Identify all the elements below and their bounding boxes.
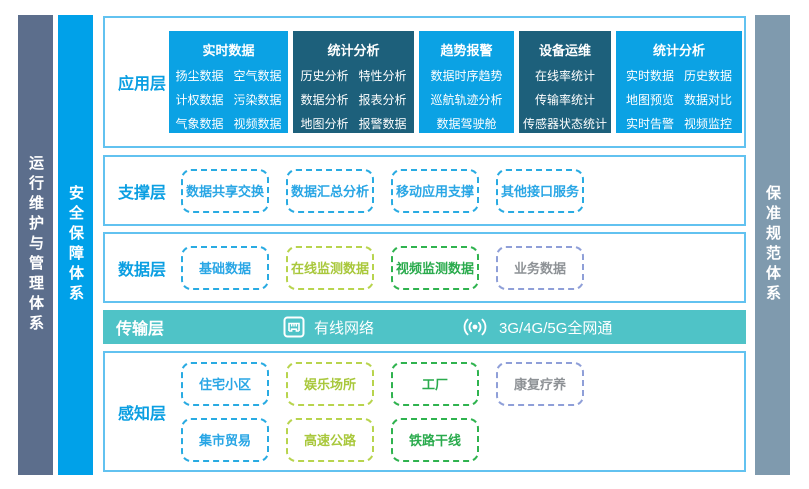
card-item: 扬尘数据: [175, 69, 224, 83]
perception-row-1: 住宅小区 娱乐场所 工厂 康复疗养: [181, 361, 584, 406]
pill-basic-data: 基础数据: [181, 245, 269, 290]
pill-business-data: 业务数据: [496, 245, 584, 290]
layer-label-application: 应用层: [118, 76, 167, 93]
card-title: 统计分析: [327, 43, 380, 58]
pill-label: 其他接口服务: [500, 184, 579, 199]
card-items: 扬尘数据 空气数据 计权数据 污染数据 气象数据 视频数据: [169, 67, 288, 132]
pill-label: 高速公路: [303, 433, 356, 448]
pill-video-monitoring-data: 视频监测数据: [391, 245, 479, 290]
transport-layer: 传输层 有线网络: [103, 310, 746, 344]
layer-label-perception: 感知层: [118, 405, 167, 423]
card-item: 计权数据: [175, 93, 224, 107]
pill-label: 住宅小区: [198, 377, 251, 392]
pillar-label: 安全保障体系: [67, 185, 84, 305]
card-item: 特性分析: [358, 69, 407, 83]
pillar-label: 保准规范体系: [764, 185, 781, 305]
pill-online-monitoring-data: 在线监测数据: [286, 245, 374, 290]
card-realtime-data: 实时数据 扬尘数据 空气数据 计权数据 污染数据 气象数据 视频数据: [169, 31, 288, 133]
pill-label: 视频监测数据: [395, 261, 474, 276]
card-title: 趋势报警: [440, 43, 493, 58]
card-title: 统计分析: [652, 43, 705, 58]
pill-data-aggregation-analysis: 数据汇总分析: [286, 168, 374, 213]
card-item: 巡航轨迹分析: [430, 93, 503, 107]
card-title: 设备运维: [538, 43, 591, 58]
pill-label: 工厂: [421, 377, 448, 392]
layer-label-transport: 传输层: [116, 321, 165, 338]
pill-expressway: 高速公路: [286, 417, 374, 462]
pill-label: 康复疗养: [513, 377, 566, 392]
application-cards: 实时数据 扬尘数据 空气数据 计权数据 污染数据 气象数据 视频数据 统计分析 …: [169, 31, 742, 133]
pillar-label: 运行维护与管理体系: [27, 155, 44, 335]
wireless-network-label: 3G/4G/5G全网通: [499, 319, 613, 337]
card-item: 传感器状态统计: [522, 117, 607, 131]
support-pills: 数据共享交换 数据汇总分析 移动应用支撑 其他接口服务: [181, 168, 584, 213]
data-layer: 数据层 基础数据 在线监测数据 视频监测数据 业务数据: [103, 232, 746, 303]
pill-market-trade: 集市贸易: [181, 417, 269, 462]
pill-residential-area: 住宅小区: [181, 361, 269, 406]
card-device-operations: 设备运维 在线率统计 传输率统计 传感器状态统计: [519, 31, 611, 133]
layer-label-data: 数据层: [118, 261, 167, 279]
card-items: 历史分析 特性分析 数据分析 报表分析 地图分析 报警数据: [293, 67, 414, 132]
card-item: 数据分析: [300, 93, 349, 107]
card-item: 实时数据: [625, 69, 674, 83]
wireless-signal-icon: [460, 316, 490, 338]
card-items: 在线率统计 传输率统计 传感器状态统计: [519, 67, 611, 132]
pill-label: 数据共享交换: [185, 184, 264, 199]
pill-label: 集市贸易: [198, 433, 251, 448]
pill-rehabilitation-care: 康复疗养: [496, 361, 584, 406]
wired-network-group: 有线网络: [283, 316, 374, 338]
application-layer: 应用层 实时数据 扬尘数据 空气数据 计权数据 污染数据 气象数据 视频数据 统…: [103, 16, 746, 148]
card-item: 地图预览: [625, 93, 674, 107]
card-trend-alarm: 趋势报警 数据时序趋势 巡航轨迹分析 数据驾驶舱: [419, 31, 514, 133]
wireless-network-group: 3G/4G/5G全网通: [460, 316, 612, 338]
pillar-operations-maintenance-management: 运行维护与管理体系: [18, 15, 53, 475]
card-title: 实时数据: [202, 43, 255, 58]
wired-network-label: 有线网络: [314, 319, 375, 337]
data-pills: 基础数据 在线监测数据 视频监测数据 业务数据: [181, 245, 584, 290]
pill-label: 移动应用支撑: [395, 184, 474, 199]
pill-data-sharing-exchange: 数据共享交换: [181, 168, 269, 213]
perception-row-2: 集市贸易 高速公路 铁路干线: [181, 417, 584, 462]
pill-label: 业务数据: [513, 261, 566, 276]
card-item: 历史数据: [684, 69, 733, 83]
perception-pill-rows: 住宅小区 娱乐场所 工厂 康复疗养 集市贸易 高速公路 铁路干线: [181, 361, 584, 462]
pill-label: 在线监测数据: [290, 261, 369, 276]
support-layer: 支撑层 数据共享交换 数据汇总分析 移动应用支撑 其他接口服务: [103, 155, 746, 226]
card-items: 实时数据 历史数据 地图预览 数据对比 实时告警 视频监控: [616, 67, 742, 132]
card-item: 污染数据: [233, 93, 282, 107]
card-item: 在线率统计: [534, 69, 595, 83]
card-item: 传输率统计: [534, 93, 595, 107]
card-item: 视频数据: [233, 117, 282, 131]
pill-label: 基础数据: [198, 261, 251, 276]
pill-label: 数据汇总分析: [290, 184, 369, 199]
card-item: 地图分析: [300, 117, 349, 131]
pillar-standards-specifications: 保准规范体系: [755, 15, 790, 475]
card-item: 气象数据: [175, 117, 224, 131]
pill-entertainment-venues: 娱乐场所: [286, 361, 374, 406]
card-statistical-analysis-2: 统计分析 实时数据 历史数据 地图预览 数据对比 实时告警 视频监控: [616, 31, 742, 133]
card-item: 报表分析: [358, 93, 407, 107]
pill-other-interface-services: 其他接口服务: [496, 168, 584, 213]
card-item: 实时告警: [625, 117, 674, 131]
card-item: 报警数据: [358, 117, 407, 131]
pill-mobile-app-support: 移动应用支撑: [391, 168, 479, 213]
ethernet-port-icon: [283, 316, 305, 338]
card-items: 数据时序趋势 巡航轨迹分析 数据驾驶舱: [419, 67, 514, 132]
card-item: 历史分析: [300, 69, 349, 83]
card-item: 空气数据: [233, 69, 282, 83]
pill-factory: 工厂: [391, 361, 479, 406]
pill-railway-trunk-line: 铁路干线: [391, 417, 479, 462]
pill-label: 娱乐场所: [303, 377, 356, 392]
card-item: 数据对比: [684, 93, 733, 107]
layer-label-support: 支撑层: [118, 184, 167, 202]
pillar-security-assurance: 安全保障体系: [58, 15, 93, 475]
layers-column: 应用层 实时数据 扬尘数据 空气数据 计权数据 污染数据 气象数据 视频数据 统…: [103, 16, 746, 472]
card-item: 数据时序趋势: [430, 69, 503, 83]
card-item: 数据驾驶舱: [436, 117, 497, 131]
card-item: 视频监控: [684, 117, 733, 131]
pill-label: 铁路干线: [408, 433, 461, 448]
card-statistical-analysis-1: 统计分析 历史分析 特性分析 数据分析 报表分析 地图分析 报警数据: [293, 31, 414, 133]
perception-layer: 感知层 住宅小区 娱乐场所 工厂 康复疗养 集市贸易 高速公路 铁路干线: [103, 351, 746, 472]
